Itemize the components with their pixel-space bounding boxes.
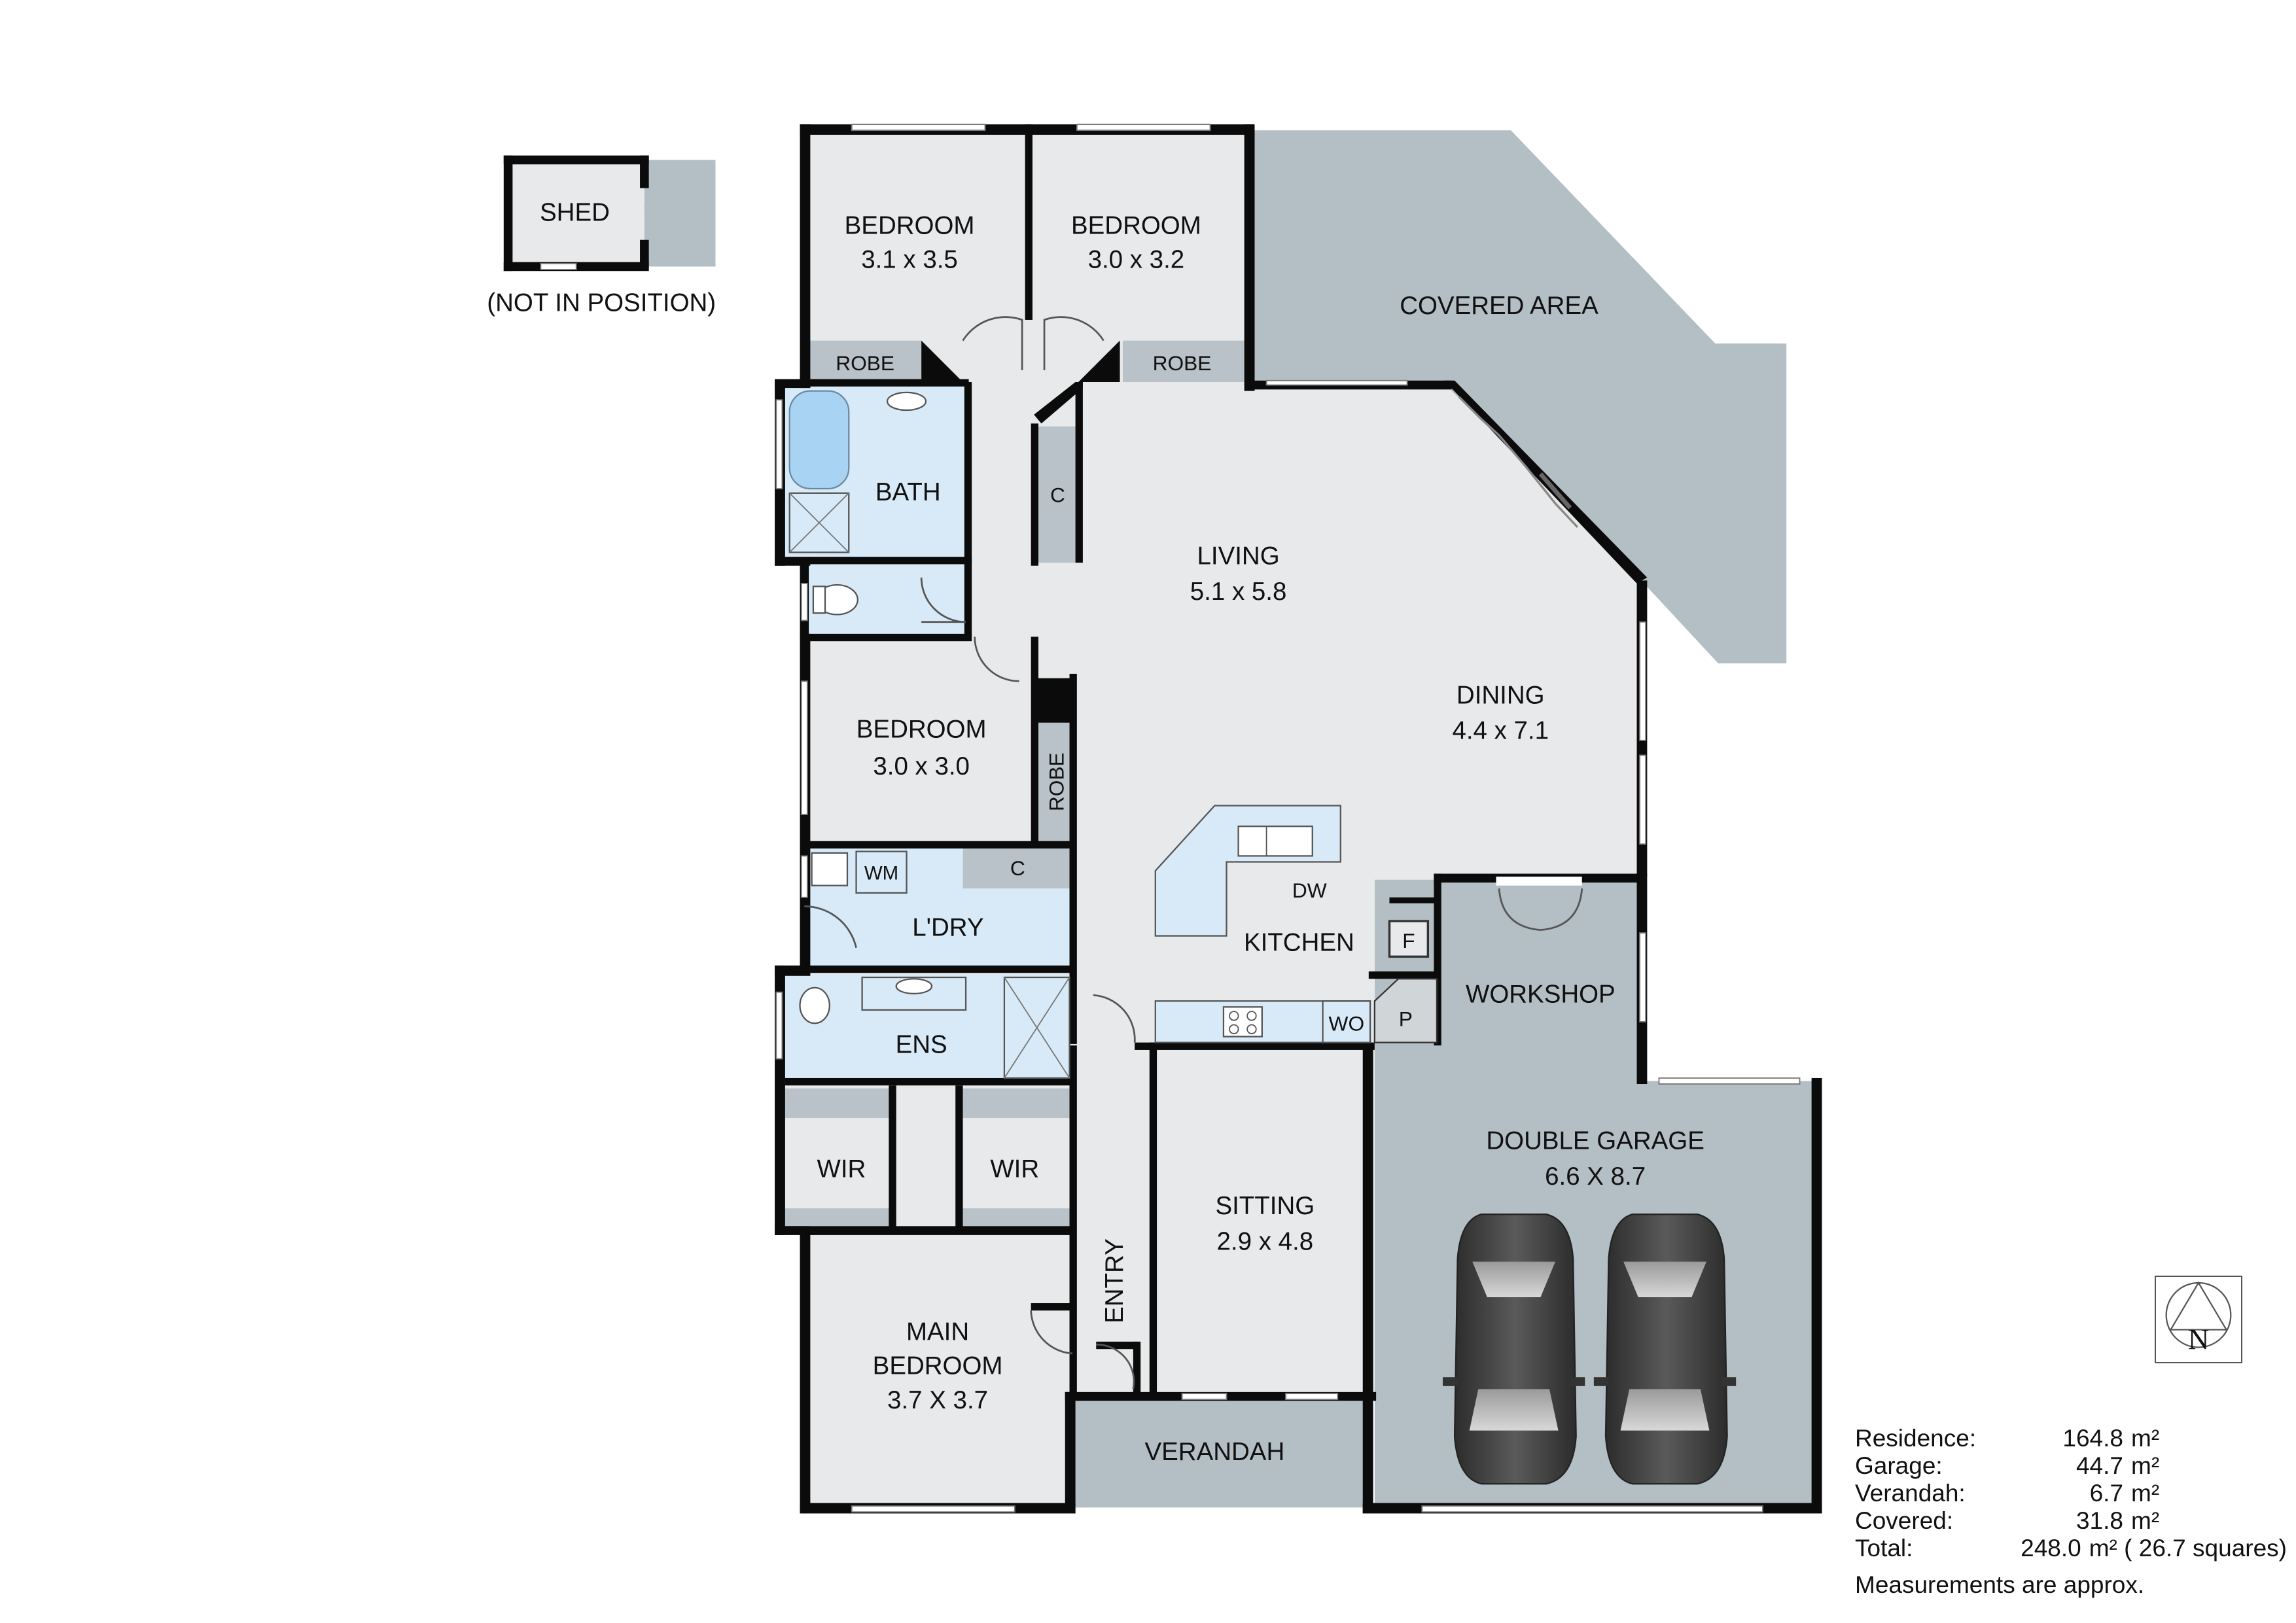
- legend-row: Residence: 164.8 m²: [1855, 1425, 2287, 1452]
- entry-label: ENTRY: [1101, 1238, 1129, 1323]
- garage-name: DOUBLE GARAGE: [1486, 1127, 1704, 1155]
- verandah-floor: [1074, 1396, 1368, 1508]
- cupboard-hall: [1036, 426, 1076, 563]
- pantry-label: P: [1399, 1007, 1413, 1031]
- laundry-tub-icon: [811, 852, 849, 886]
- bedroom2-size: 3.0 x 3.2: [1088, 246, 1185, 274]
- ensuite-label: ENS: [896, 1030, 947, 1058]
- bathtub-icon: [788, 390, 850, 490]
- compass-icon: N: [2165, 1281, 2232, 1355]
- covered-area-label: COVERED AREA: [1400, 292, 1598, 320]
- sitting-name: SITTING: [1215, 1192, 1315, 1220]
- measurement-note: Measurements are approx.: [1855, 1571, 2145, 1598]
- shed-note: (NOT IN POSITION): [487, 288, 716, 317]
- bedroom2-name: BEDROOM: [1071, 212, 1201, 240]
- robe-bed2: [1123, 340, 1245, 383]
- legend-unit: m²: [2131, 1480, 2160, 1507]
- wir-label-left: WIR: [817, 1155, 866, 1183]
- wo-label: WO: [1329, 1012, 1365, 1036]
- garage-floor: [1374, 879, 1819, 1508]
- legend-value: 248.0: [2021, 1535, 2081, 1562]
- sliding-door: [1458, 396, 1579, 529]
- main-bedroom-name-1: MAIN: [906, 1318, 969, 1346]
- north-compass: N: [2155, 1276, 2242, 1363]
- wir-robe-top-right: [960, 1088, 1074, 1119]
- cupboard-laundry: [963, 846, 1074, 889]
- robe-bed3: [1036, 720, 1076, 845]
- living-size: 5.1 x 5.8: [1190, 578, 1287, 606]
- shed-floor: [508, 160, 645, 267]
- workshop-label: WORKSHOP: [1466, 981, 1616, 1009]
- cupboard-label-2: C: [1010, 856, 1025, 880]
- shed-annex: [644, 160, 716, 267]
- washing-machine-box: [855, 850, 908, 894]
- legend-value: 164.8: [2062, 1425, 2123, 1452]
- shed-label: SHED: [540, 198, 610, 226]
- legend-label: Garage:: [1855, 1452, 1943, 1479]
- compass-letter: N: [2188, 1323, 2209, 1355]
- bedroom1-size: 3.1 x 3.5: [861, 246, 958, 274]
- wir-label-right: WIR: [990, 1155, 1039, 1183]
- legend-value: 44.7: [2075, 1452, 2123, 1479]
- legend-label: Residence:: [1855, 1425, 1977, 1452]
- living-name: LIVING: [1197, 542, 1280, 570]
- legend-unit: m²: [2131, 1425, 2160, 1452]
- legend-value: 31.8: [2075, 1507, 2123, 1534]
- legend-unit: m²: [2131, 1507, 2160, 1534]
- car-icon: [1442, 1213, 1585, 1485]
- dining-size: 4.4 x 7.1: [1452, 717, 1549, 745]
- robe-label-3: ROBE: [1044, 752, 1068, 811]
- dining-name: DINING: [1457, 681, 1545, 709]
- cupboard-label-1: C: [1050, 483, 1065, 506]
- bath-label: BATH: [875, 478, 941, 506]
- windows: [775, 124, 1801, 1513]
- legend-label: Covered:: [1855, 1507, 1954, 1534]
- area-legend: Residence: 164.8 m² Garage: 44.7 m² Vera…: [1855, 1425, 2287, 1599]
- verandah-label: VERANDAH: [1144, 1438, 1284, 1466]
- sliding-door-2: [1538, 472, 1572, 510]
- wir-robe-top-left: [785, 1088, 892, 1119]
- cooktop-icon: [1222, 1006, 1263, 1038]
- legend-row: Verandah: 6.7 m²: [1855, 1480, 2287, 1507]
- ensuite-toilet-icon: [799, 986, 830, 1024]
- wall-oven-box: [1322, 1000, 1371, 1043]
- fridge-label: F: [1402, 929, 1415, 952]
- covered-area-floor: [1251, 130, 1787, 664]
- legend-row: Covered: 31.8 m²: [1855, 1507, 2287, 1535]
- pantry-box: [1373, 978, 1438, 1043]
- legend-row: Garage: 44.7 m²: [1855, 1452, 2287, 1480]
- wm-label: WM: [864, 863, 898, 884]
- main-bedroom-size: 3.7 X 3.7: [887, 1386, 988, 1414]
- garage-size: 6.6 X 8.7: [1545, 1162, 1646, 1191]
- kitchen-label: KITCHEN: [1244, 928, 1354, 956]
- bedroom3-size: 3.0 x 3.0: [873, 752, 970, 780]
- bedroom1-name: BEDROOM: [845, 212, 975, 240]
- legend-row: Total: 248.0 m² ( 26.7 squares): [1855, 1535, 2287, 1562]
- robe-label-1: ROBE: [836, 351, 894, 375]
- dw-label: DW: [1292, 879, 1327, 902]
- bedroom3-name: BEDROOM: [857, 715, 987, 743]
- legend-label: Verandah:: [1855, 1480, 1966, 1507]
- garage-side-door: [1496, 877, 1582, 886]
- legend-label: Total:: [1855, 1535, 1913, 1562]
- legend-value: 6.7: [2089, 1480, 2123, 1507]
- sitting-size: 2.9 x 4.8: [1217, 1228, 1314, 1256]
- robe-bed1: [809, 340, 922, 383]
- robe-label-2: ROBE: [1153, 351, 1212, 375]
- sink-icon: [1237, 826, 1313, 857]
- car-icon: [1593, 1213, 1737, 1485]
- legend-unit: m²: [2131, 1452, 2160, 1479]
- fridge-box: [1388, 920, 1430, 958]
- laundry-label: L'DRY: [912, 914, 983, 942]
- main-bedroom-name-2: BEDROOM: [873, 1352, 1003, 1380]
- basin-icon: [886, 391, 927, 411]
- legend-unit: m² ( 26.7 squares): [2089, 1535, 2287, 1562]
